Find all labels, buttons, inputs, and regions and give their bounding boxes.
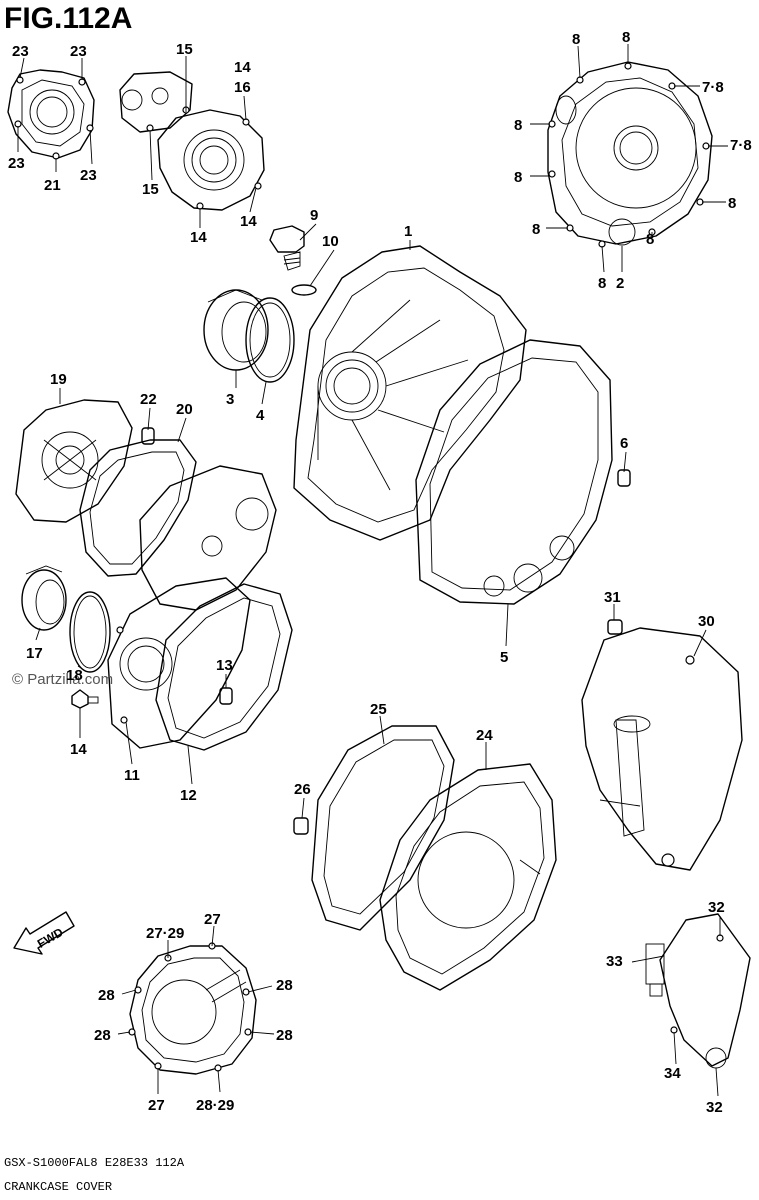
callout-32: 32 [708, 899, 725, 916]
clutch-cover [293, 245, 527, 541]
callout-15: 15 [176, 41, 193, 58]
callout-7-8: 7·8 [702, 79, 724, 96]
sprocket-cover-housing [139, 465, 277, 611]
callout-16: 16 [234, 79, 251, 96]
callout-3: 3 [226, 391, 234, 408]
gasket-25 [311, 725, 455, 931]
callout-5: 5 [500, 649, 508, 666]
callout-18: 18 [66, 667, 83, 684]
generator-cover [547, 61, 713, 248]
cover-30 [581, 627, 743, 871]
callout-10: 10 [322, 233, 339, 250]
dowel-pin-13 [219, 687, 233, 705]
callout-20: 20 [176, 401, 193, 418]
callout-8: 8 [572, 31, 580, 48]
callout-12: 12 [180, 787, 197, 804]
watermark: © Partzilla.com [12, 671, 113, 688]
callout-8: 8 [622, 29, 630, 46]
small-gear-cover [7, 69, 95, 160]
callout-8: 8 [646, 231, 654, 248]
callout-8: 8 [532, 221, 540, 238]
dowel-pin-31 [607, 619, 623, 635]
upper-cover-assembly [119, 71, 265, 211]
callout-21: 21 [44, 177, 61, 194]
cover-27-28 [128, 942, 257, 1075]
callout-30: 30 [698, 613, 715, 630]
callout-28: 28 [98, 987, 115, 1004]
callout-22: 22 [140, 391, 157, 408]
fwd-arrow-icon: FWD [13, 911, 75, 955]
callout-23: 23 [12, 43, 29, 60]
pump-cover-19 [15, 399, 133, 523]
seal-17 [21, 565, 67, 631]
clutch-seal [203, 289, 295, 383]
callout-9: 9 [310, 207, 318, 224]
callout-26: 26 [294, 781, 311, 798]
bolt-14 [71, 689, 99, 709]
gasket-12 [155, 583, 293, 751]
callout-6: 6 [620, 435, 628, 452]
callout-24: 24 [476, 727, 493, 744]
callout-labels: 23 23 23 21 23 15 14 16 15 14 14 8 8 7·8… [8, 29, 752, 1116]
callout-23: 23 [80, 167, 97, 184]
callout-8: 8 [514, 117, 522, 134]
oil-filler-plug [269, 225, 317, 296]
callout-27-29: 27·29 [146, 925, 184, 942]
leader-lines [17, 44, 728, 1097]
callout-14: 14 [234, 59, 251, 76]
cover-24 [379, 763, 557, 991]
callout-2: 2 [616, 275, 624, 292]
figure-title: FIG.112A [4, 2, 132, 35]
callout-33: 33 [606, 953, 623, 970]
callout-8: 8 [514, 169, 522, 186]
callout-8: 8 [728, 195, 736, 212]
callout-15: 15 [142, 181, 159, 198]
callout-32: 32 [706, 1099, 723, 1116]
callout-14: 14 [190, 229, 207, 246]
callout-25: 25 [370, 701, 387, 718]
callout-1: 1 [404, 223, 412, 240]
callout-14: 14 [70, 741, 87, 758]
callout-14: 14 [240, 213, 257, 230]
section-name: CRANKCASE COVER [4, 1180, 112, 1194]
model-code: GSX-S1000FAL8 E28E33 112A [4, 1156, 185, 1170]
clutch-cover-gasket [415, 339, 613, 605]
cover-32-34 [645, 913, 751, 1069]
callout-27: 27 [204, 911, 221, 928]
dowel-pin-6 [617, 469, 631, 487]
callout-19: 19 [50, 371, 67, 388]
callout-17: 17 [26, 645, 43, 662]
callout-27: 27 [148, 1097, 165, 1114]
dowel-pin-26 [293, 817, 309, 835]
callout-28: 28 [276, 1027, 293, 1044]
callout-8: 8 [598, 275, 606, 292]
cover-11 [107, 577, 251, 749]
callout-28: 28 [276, 977, 293, 994]
callout-13: 13 [216, 657, 233, 674]
callout-11: 11 [124, 767, 140, 784]
callout-23: 23 [8, 155, 25, 172]
callout-28-29: 28·29 [196, 1097, 234, 1114]
o-ring-18 [69, 591, 111, 673]
callout-31: 31 [604, 589, 621, 606]
callout-4: 4 [256, 407, 265, 424]
callout-34: 34 [664, 1065, 681, 1082]
gasket-20 [79, 439, 197, 577]
callout-28: 28 [94, 1027, 111, 1044]
callout-23: 23 [70, 43, 87, 60]
callout-7-8: 7·8 [730, 137, 752, 154]
